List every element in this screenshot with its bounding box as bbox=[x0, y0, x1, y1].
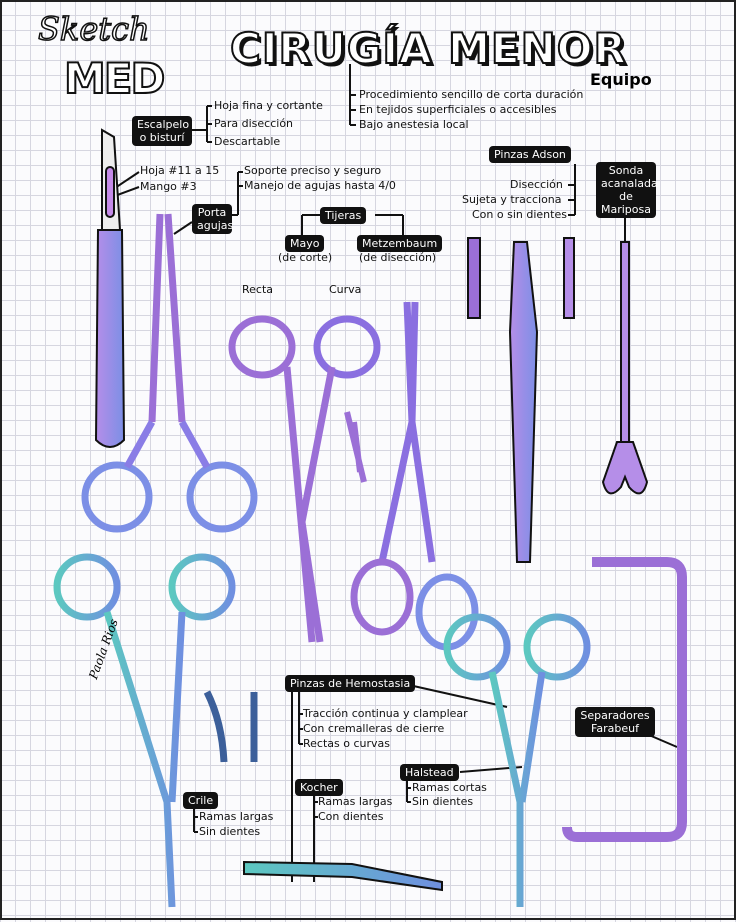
escalpelo-part: Hoja #11 a 15 bbox=[140, 164, 220, 177]
grooved-probe-illustration bbox=[601, 241, 649, 495]
recta-label: Recta bbox=[242, 283, 274, 296]
porta-agujas-label: Porta agujas bbox=[192, 204, 233, 234]
adson-label: Pinzas Adson bbox=[489, 146, 571, 163]
escalpelo-label: Escalpelo o bisturí bbox=[132, 116, 192, 146]
logo-text: Sketch bbox=[37, 9, 150, 49]
hemostasia-point: Tracción continua y clamplear bbox=[303, 707, 468, 720]
tijeras-label: Tijeras bbox=[320, 207, 367, 224]
adson-point: Disección bbox=[510, 178, 563, 191]
halstead-label: Halstead bbox=[400, 764, 459, 781]
kocher-label: Kocher bbox=[295, 779, 343, 796]
adson-point: Con o sin dientes bbox=[472, 208, 567, 221]
hemostasia-label: Pinzas de Hemostasia bbox=[285, 675, 416, 692]
adson-forceps-illustration bbox=[467, 237, 575, 563]
crile-point: Sin dientes bbox=[199, 825, 261, 838]
crile-label: Crile bbox=[183, 792, 219, 809]
scalpel-illustration bbox=[94, 128, 126, 448]
needle-holder-illustration bbox=[81, 213, 258, 533]
mayo-label: Mayo bbox=[285, 235, 325, 252]
farabeuf-label: Separadores Farabeuf bbox=[575, 707, 655, 737]
metzembaum-label: Metzembaum bbox=[357, 235, 443, 252]
kocher-point: Con dientes bbox=[318, 810, 384, 823]
halstead-point: Ramas cortas bbox=[412, 781, 487, 794]
porta-point: Manejo de agujas hasta 4/0 bbox=[244, 179, 396, 192]
kocher-forceps-illustration bbox=[243, 860, 443, 892]
page-title: CIRUGÍA MENOR bbox=[229, 23, 627, 74]
crile-point: Ramas largas bbox=[199, 810, 274, 823]
crile-forceps-illustration bbox=[53, 553, 236, 908]
porta-point: Soporte preciso y seguro bbox=[244, 164, 382, 177]
kocher-point: Ramas largas bbox=[318, 795, 393, 808]
escalpelo-point: Para disección bbox=[214, 117, 294, 130]
curva-label: Curva bbox=[329, 283, 362, 296]
sonda-label: Sonda acanalada de Mariposa bbox=[596, 162, 658, 218]
metzenbaum-scissors-illustration bbox=[350, 301, 479, 651]
intro-point: Bajo anestesia local bbox=[359, 118, 469, 131]
hemostat-tips-illustration bbox=[203, 690, 258, 763]
halstead-forceps-illustration bbox=[443, 613, 591, 907]
sketchmed-logo: Sketch MED bbox=[37, 9, 178, 105]
escalpelo-point: Descartable bbox=[214, 135, 281, 148]
page-subtitle: Equipo bbox=[590, 70, 652, 89]
escalpelo-part: Mango #3 bbox=[140, 180, 197, 193]
intro-point: En tejidos superficiales o accesibles bbox=[359, 103, 557, 116]
mayo-scissors-illustration bbox=[228, 315, 381, 643]
escalpelo-point: Hoja fina y cortante bbox=[214, 99, 323, 112]
hemostasia-point: Rectas o curvas bbox=[303, 737, 390, 750]
intro-point: Procedimiento sencillo de corta duración bbox=[359, 88, 584, 101]
metzembaum-sub: (de disección) bbox=[359, 251, 437, 264]
farabeuf-retractor-illustration bbox=[562, 557, 687, 842]
adson-point: Sujeta y tracciona bbox=[462, 193, 562, 206]
mayo-sub: (de corte) bbox=[278, 251, 333, 264]
logo-text-med: MED bbox=[63, 53, 166, 104]
hemostasia-point: Con cremalleras de cierre bbox=[303, 722, 445, 735]
halstead-point: Sin dientes bbox=[412, 795, 474, 808]
